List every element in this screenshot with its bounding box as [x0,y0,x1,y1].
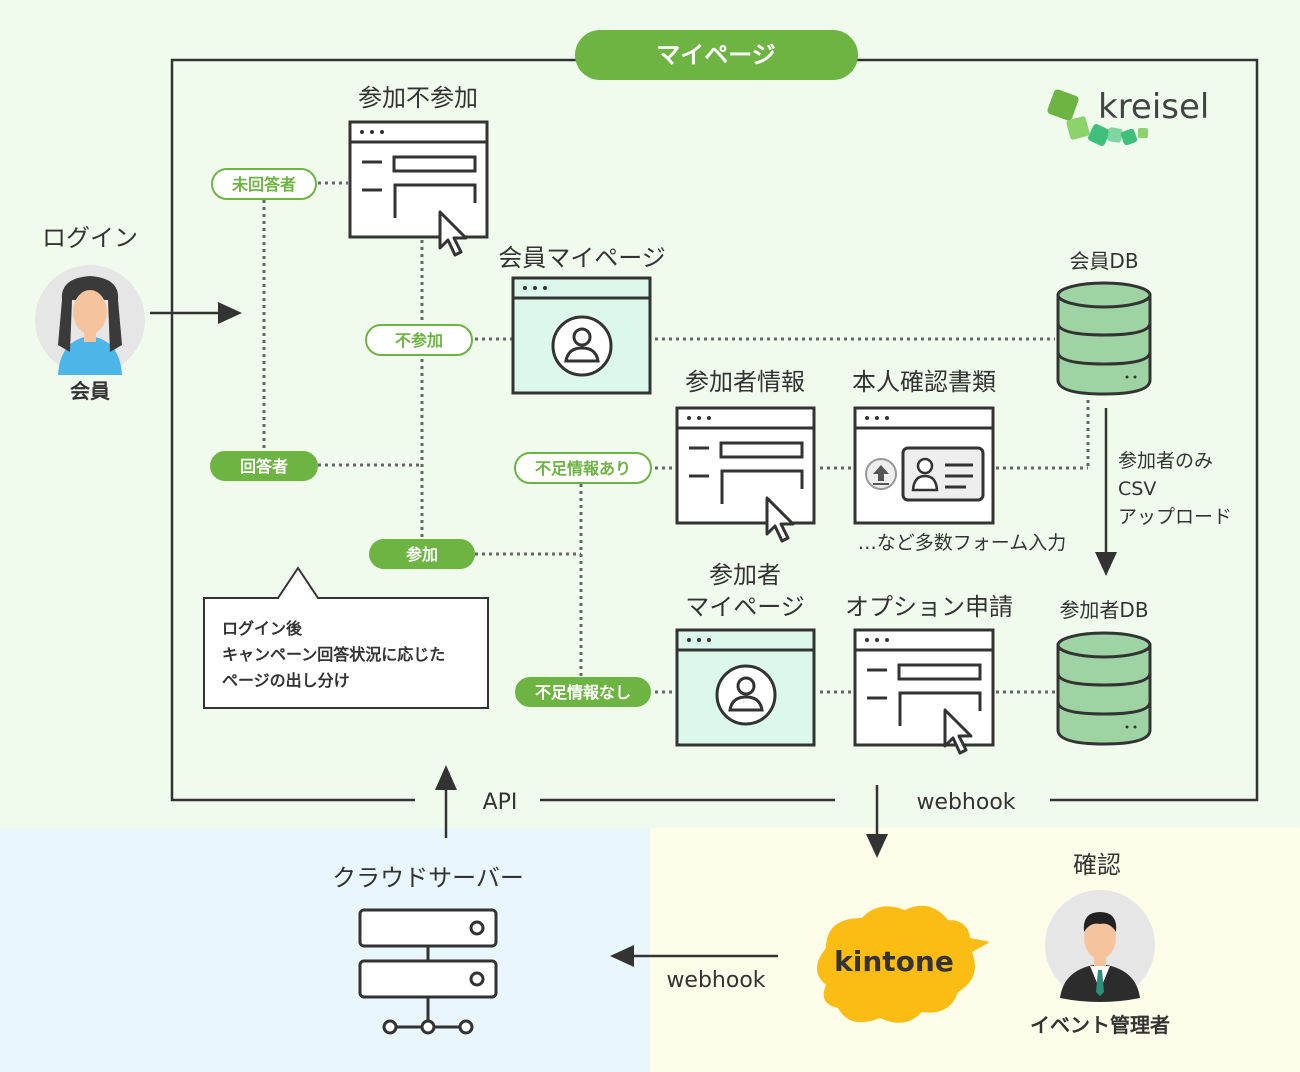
login-role: 会員 [70,379,110,403]
svg-text:未回答者: 未回答者 [231,175,296,194]
login-title: ログイン [42,224,138,252]
svg-text:回答者: 回答者 [240,457,288,476]
svg-text:参加者のみ: 参加者のみ [1118,450,1213,472]
login-arrow [150,302,242,324]
tag-not-attending: 不参加 [365,324,473,356]
tag-answered: 回答者 [210,451,318,481]
participant-info-form-window [675,406,816,543]
id-card-icon [901,446,985,502]
cursor-icon [438,210,468,257]
id-docs-window [853,406,995,525]
option-request-title: オプション申請 [845,593,1013,621]
cursor-icon [943,708,973,755]
server-icon [358,908,498,1035]
admin-avatar [1045,890,1155,1002]
member-avatar [35,265,145,375]
id-docs-title: 本人確認書類 [852,368,996,396]
webhook-out-label: webhook [916,790,1015,815]
user-icon [715,664,777,726]
upload-icon [865,458,897,490]
tag-unanswered: 未回答者 [211,168,317,200]
cursor-icon [765,496,795,543]
api-arrow [435,765,457,838]
svg-text:キャンペーン回答状況に応じた: キャンペーン回答状況に応じた [222,645,445,664]
option-request-form-window [853,628,995,755]
logo-text: kreisel [1098,87,1209,127]
forms-note: …など多数フォーム入力 [858,532,1066,554]
member-db-icon [1056,281,1152,396]
header-title: マイページ [656,41,776,69]
attendance-title: 参加不参加 [358,84,478,112]
svg-text:不足情報あり: 不足情報あり [535,459,631,478]
dotted-connectors [262,181,1090,694]
participant-mypage-window [675,628,816,747]
admin-title: 確認 [1073,851,1121,879]
tag-info-complete: 不足情報なし [515,677,651,707]
member-db-label: 会員DB [1069,249,1138,273]
participant-db-label: 参加者DB [1059,598,1148,622]
svg-text:不参加: 不参加 [395,331,443,350]
tag-attending: 参加 [369,539,475,569]
attendance-form-window [348,120,489,257]
api-label: API [483,790,518,815]
svg-text:ログイン後: ログイン後 [222,619,303,638]
svg-text:不足情報なし: 不足情報なし [535,683,631,702]
kintone-logo: kintone [834,945,954,978]
upload-note: 参加者のみ CSV アップロード [1118,450,1232,528]
svg-text:ページの出し分け: ページの出し分け [222,671,350,690]
admin-role: イベント管理者 [1030,1013,1170,1037]
upload-arrow [1095,408,1117,576]
member-mypage-window [511,276,652,395]
cloud-title: クラウドサーバー [332,864,524,892]
svg-text:参加: 参加 [406,545,438,564]
user-icon [551,315,613,377]
member-mypage-title: 会員マイページ [498,244,666,272]
cloud-background [0,828,650,1072]
webhook-back-label: webhook [666,968,765,993]
mypage-header: マイページ [575,30,858,80]
webhook-out-arrow [866,785,888,858]
participant-info-title: 参加者情報 [685,368,805,396]
kreisel-logo: kreisel [1047,87,1209,146]
kintone-cloud-icon: kintone [817,905,990,1023]
webhook-back-arrow [610,945,778,967]
callout-box: ログイン後 キャンペーン回答状況に応じた ページの出し分け [203,566,489,709]
participant-db-icon [1056,631,1152,746]
participant-mypage-title-2: マイページ [685,593,805,621]
tag-info-missing: 不足情報あり [514,452,652,484]
svg-text:アップロード: アップロード [1118,506,1232,528]
svg-text:CSV: CSV [1118,478,1156,500]
participant-mypage-title-1: 参加者 [709,561,781,589]
